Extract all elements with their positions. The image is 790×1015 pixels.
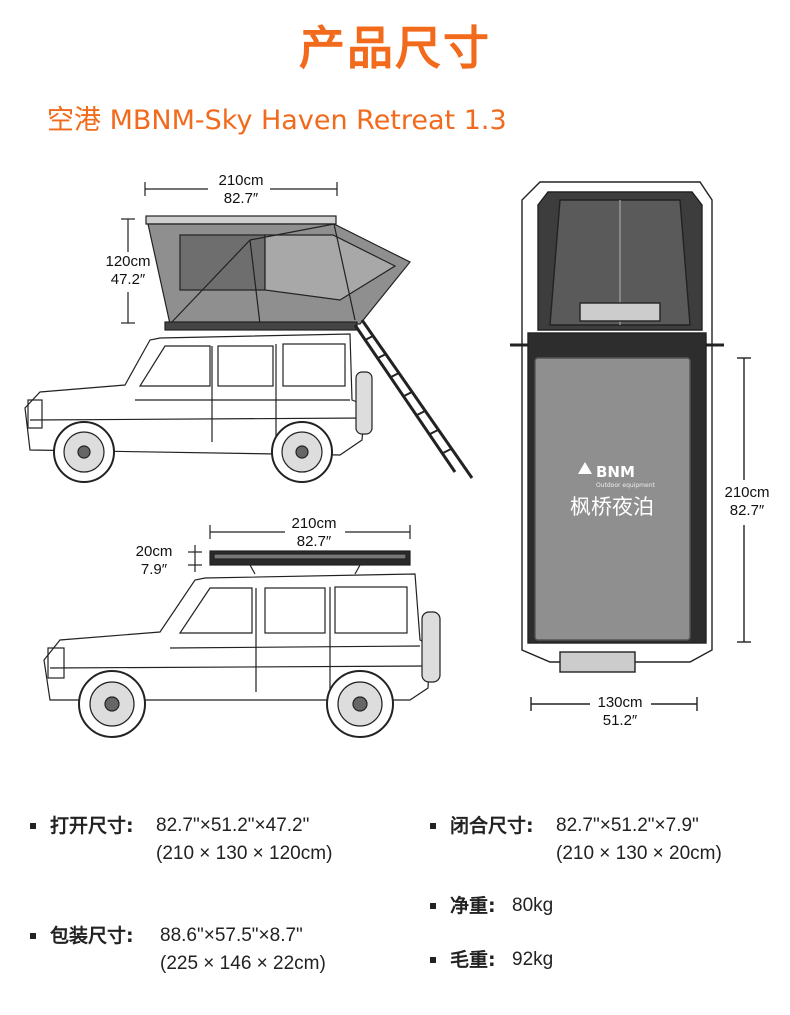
brand-logo: BNM Outdoor equipment 枫桥夜泊 [570,462,656,519]
logo-text: BNM [596,463,635,481]
bullet [30,933,36,939]
bullet [430,823,436,829]
bullet [430,957,436,963]
logo-sub: Outdoor equipment [596,482,656,489]
dimension-drawing: BNM Outdoor equipment 枫桥夜泊 [24,181,751,738]
bullet [430,903,436,909]
spec-open: 打开尺寸: 82.7"×51.2"×47.2" (210 × 130 × 120… [30,812,410,872]
spec-gross-weight: 毛重: 92kg [430,946,730,976]
spec-closed: 闭合尺寸: 82.7"×51.2"×7.9" (210 × 130 × 20cm… [430,812,780,872]
side-view-open [24,182,474,483]
bullet [30,823,36,829]
spec-net-weight: 净重: 80kg [430,892,730,922]
product-subtitle: 空港 MBNM-Sky Haven Retreat 1.3 [47,105,507,136]
side-view-closed [43,525,441,738]
top-view [510,181,751,711]
spec-package: 包装尺寸: 88.6"×57.5"×8.7" (225 × 146 × 22cm… [30,922,410,982]
page-title: 产品尺寸 [299,21,491,75]
brand-name: 枫桥夜泊 [570,495,654,519]
